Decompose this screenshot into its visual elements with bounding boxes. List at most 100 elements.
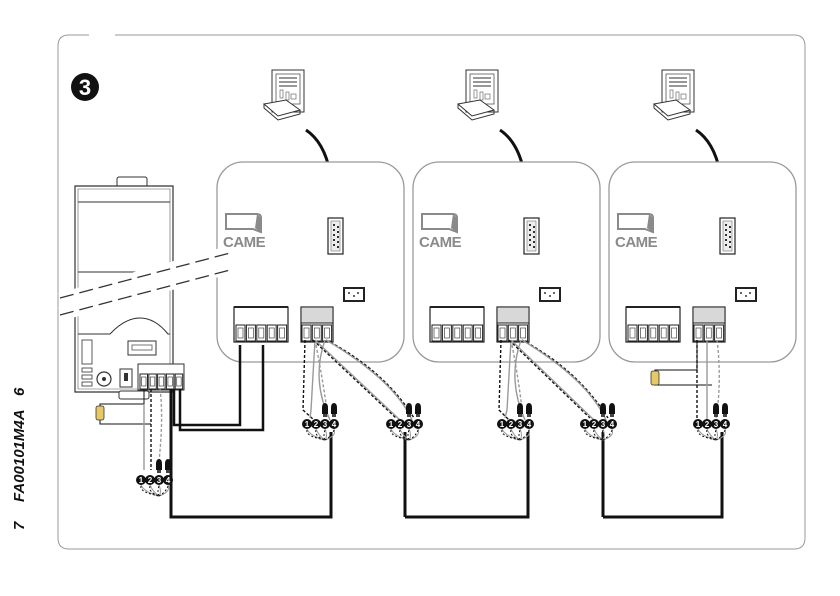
terminal-label: 2	[398, 420, 403, 429]
terminal-label: 1	[139, 476, 144, 485]
pin	[337, 241, 339, 243]
terminal-screw	[168, 377, 173, 386]
step-number: 3	[79, 75, 91, 100]
pin	[533, 241, 535, 243]
pin	[529, 239, 531, 241]
terminal-label: 2	[148, 476, 153, 485]
terminal-screw	[325, 328, 330, 338]
wire	[603, 432, 722, 517]
pin	[729, 226, 731, 228]
terminal-screw	[672, 328, 677, 338]
pin	[333, 234, 335, 236]
terminal-screw	[304, 328, 309, 338]
pin	[337, 246, 339, 248]
pin	[333, 239, 335, 241]
keypad-icon	[654, 70, 694, 120]
pin	[725, 244, 727, 246]
pin	[337, 231, 339, 233]
keypad-icon	[458, 70, 498, 120]
module-2: CAME	[413, 162, 600, 362]
terminal-screw	[500, 328, 505, 338]
pin	[529, 234, 531, 236]
terminal-label: 4	[332, 420, 337, 429]
plug-cap-icon	[406, 403, 412, 417]
terminal-screw	[630, 328, 635, 338]
page-number-right: 6	[11, 387, 28, 396]
pin	[725, 234, 727, 236]
terminal-label: 2	[705, 420, 710, 429]
pin	[529, 224, 531, 226]
terminal-screw	[696, 328, 701, 338]
pin	[729, 246, 731, 248]
pin	[533, 226, 535, 228]
wire	[405, 432, 528, 517]
pin	[333, 244, 335, 246]
terminal-label: 2	[592, 420, 597, 429]
terminal-screw	[661, 328, 666, 338]
plug-cap-icon	[156, 459, 162, 473]
terminal-label: 1	[583, 420, 588, 429]
terminal-screw	[150, 377, 155, 386]
resistor-icon	[651, 371, 659, 385]
pin	[529, 229, 531, 231]
module-3: CAME	[609, 162, 796, 362]
pin	[533, 231, 535, 233]
terminal-block-3-head	[693, 307, 725, 323]
pin	[725, 224, 727, 226]
terminal-block-3-head	[301, 307, 333, 323]
pin	[333, 229, 335, 231]
terminal-label: 1	[500, 420, 505, 429]
pin	[533, 236, 535, 238]
plug-cap-icon	[609, 403, 615, 417]
terminal-label: 1	[305, 420, 310, 429]
wire	[158, 389, 162, 470]
module-1: CAME	[217, 162, 404, 362]
terminal-label: 3	[407, 420, 412, 429]
terminal-screw	[640, 328, 645, 338]
resistor-icon	[96, 406, 104, 420]
plug-cap-icon	[415, 403, 421, 417]
terminal-screw	[717, 328, 722, 338]
pin	[533, 246, 535, 248]
jumper-icon	[344, 288, 364, 301]
lead	[715, 430, 716, 440]
terminal-screw	[434, 328, 439, 338]
terminal-screw	[706, 328, 711, 338]
terminal-label: 4	[527, 420, 532, 429]
terminal-screw	[521, 328, 526, 338]
pin	[729, 241, 731, 243]
pin	[729, 236, 731, 238]
terminal-screw	[651, 328, 656, 338]
lead	[324, 430, 325, 440]
step-badge: 3	[71, 73, 99, 101]
terminal-screw	[238, 328, 243, 338]
brand-label: CAME	[223, 234, 266, 251]
terminal-screw	[476, 328, 481, 338]
terminal-label: 2	[509, 420, 514, 429]
brand-label: CAME	[615, 234, 658, 251]
pin	[333, 224, 335, 226]
lead	[158, 486, 159, 496]
brand-label: CAME	[419, 234, 462, 251]
plug-cap-icon	[713, 403, 719, 417]
side-label: 7 FA00101M4A 6	[11, 387, 28, 530]
terminal-screw	[444, 328, 449, 338]
jumper-icon	[540, 288, 560, 301]
pin	[337, 236, 339, 238]
terminal-screw	[510, 328, 515, 338]
lead	[408, 430, 409, 440]
pin	[337, 226, 339, 228]
pin	[725, 229, 727, 231]
terminal-label: 3	[601, 420, 606, 429]
lead	[519, 430, 520, 440]
terminal-label: 1	[389, 420, 394, 429]
pin	[725, 239, 727, 241]
terminal-screw	[280, 328, 285, 338]
terminal-label: 3	[714, 420, 719, 429]
document-code: FA00101M4A	[11, 409, 28, 502]
pin	[529, 244, 531, 246]
jumper-icon	[736, 288, 756, 301]
